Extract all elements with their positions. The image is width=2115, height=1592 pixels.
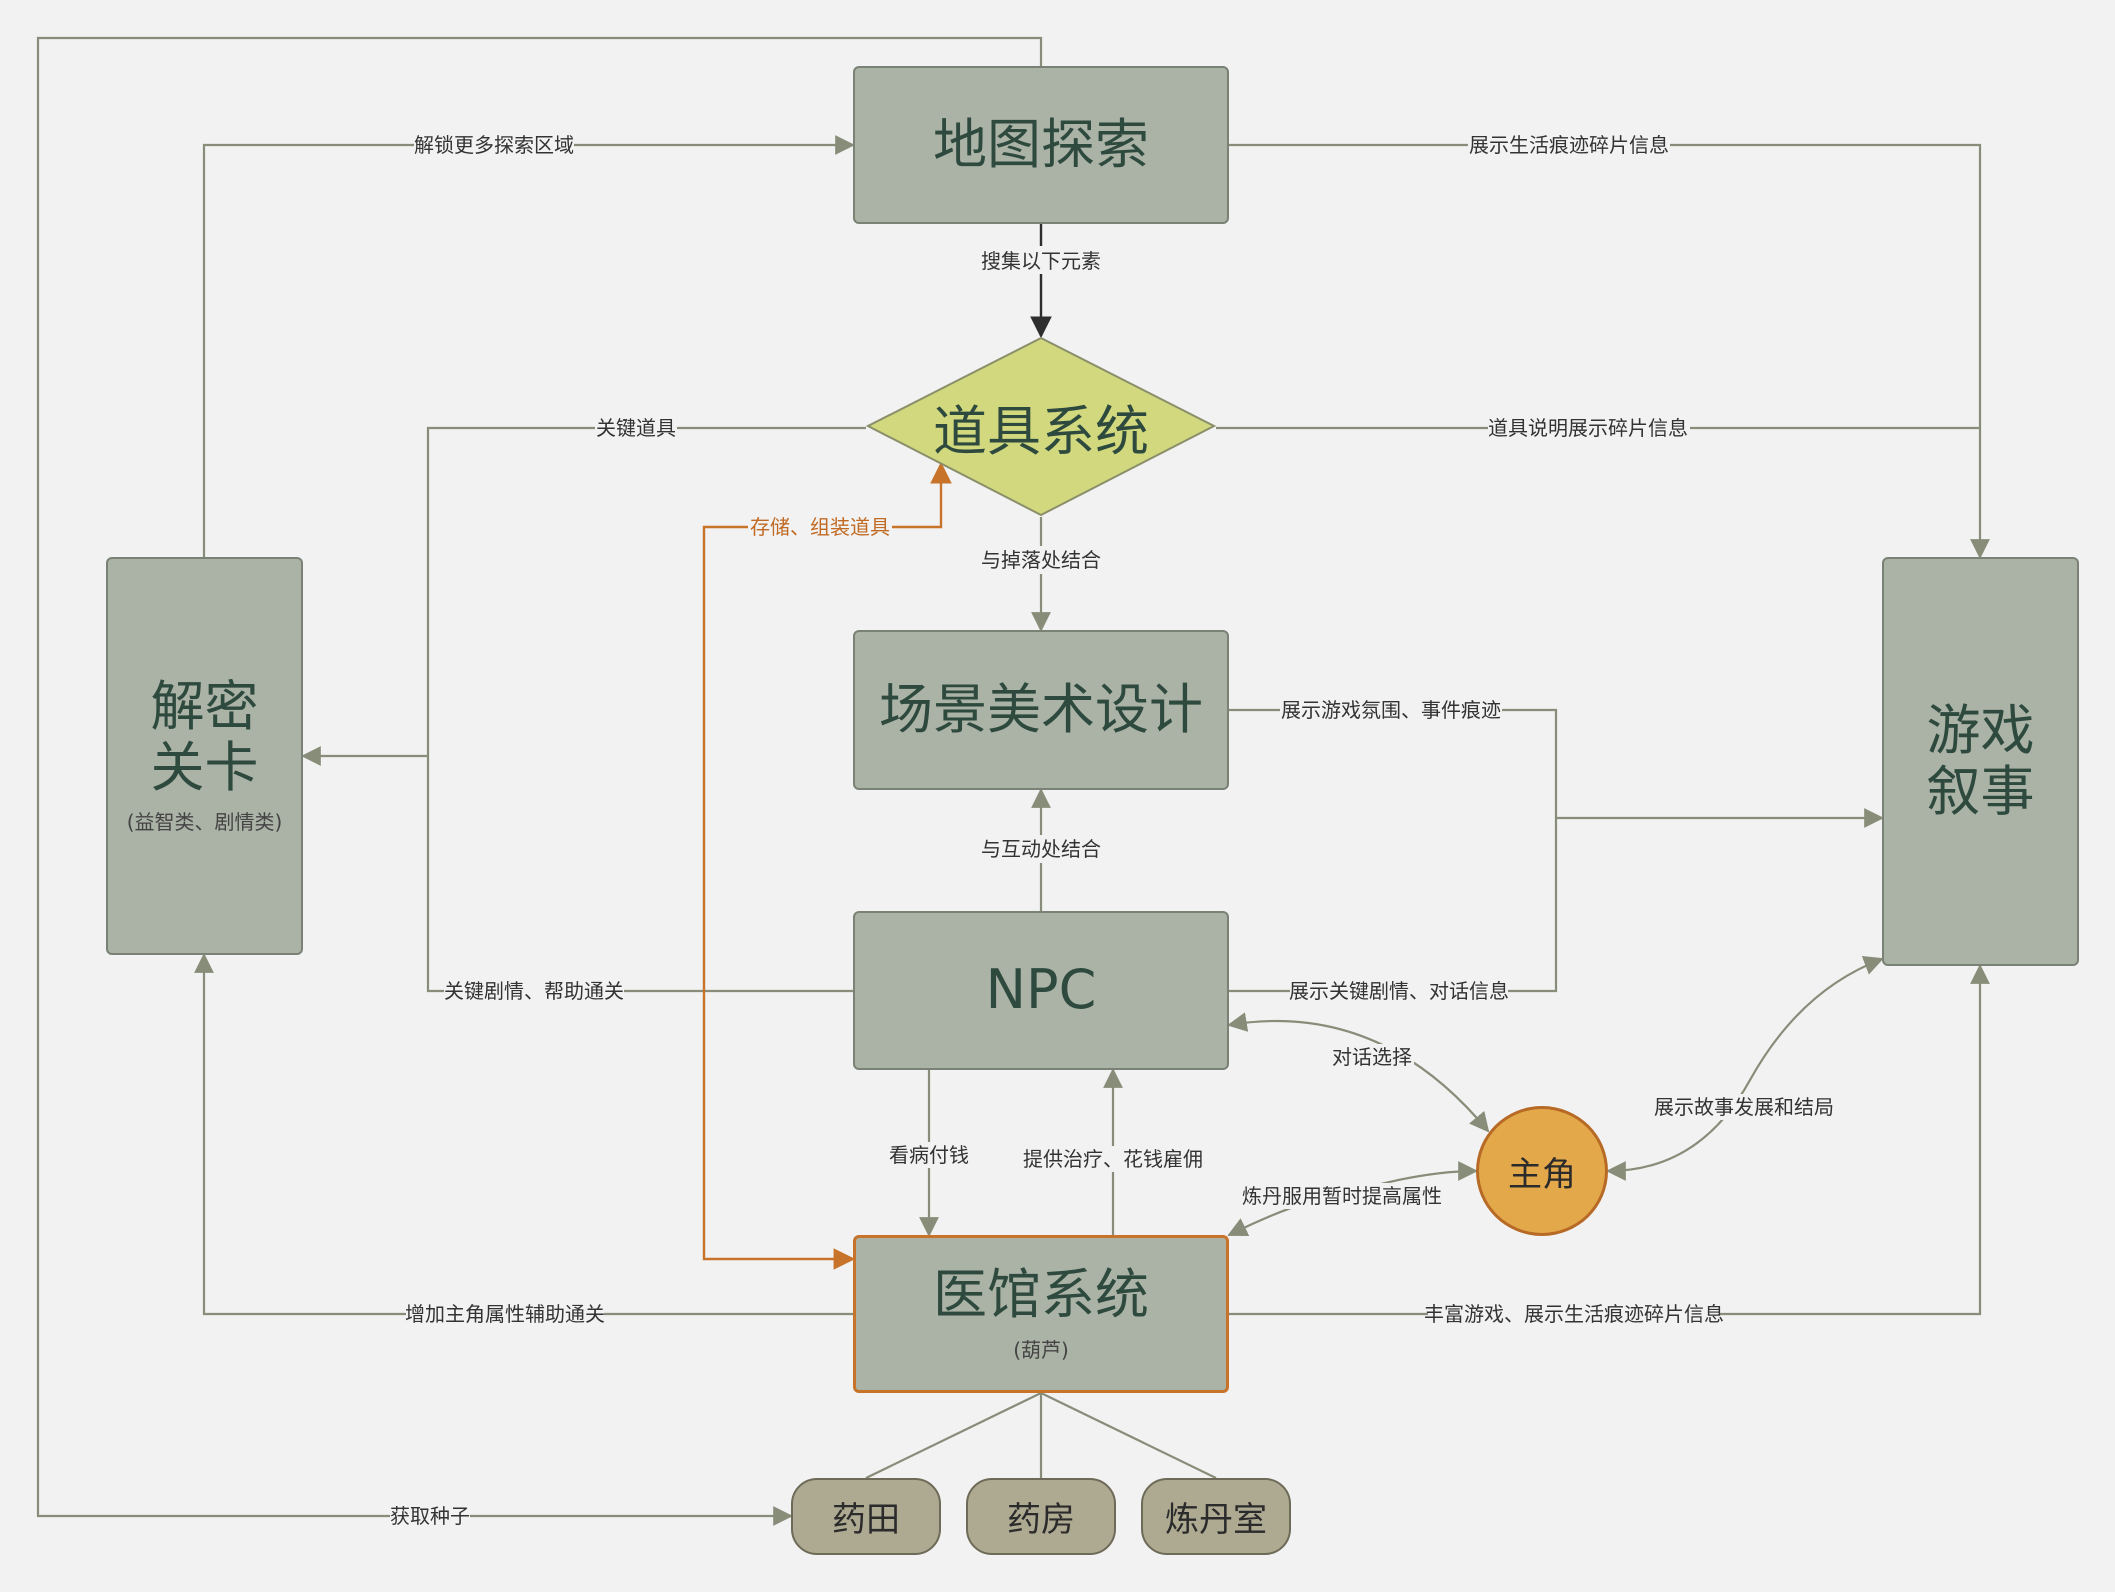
label-atmosphere: 展示游戏氛围、事件痕迹 xyxy=(1281,698,1501,722)
node-protagonist[interactable]: 主角 xyxy=(1476,1106,1608,1236)
node-pharmacy[interactable]: 药房 xyxy=(966,1478,1116,1555)
label-interact: 与互动处结合 xyxy=(981,837,1101,861)
node-pharmacy-label: 药房 xyxy=(1007,1500,1075,1540)
label-unlock: 解锁更多探索区域 xyxy=(414,133,574,157)
label-seeds: 获取种子 xyxy=(390,1504,470,1528)
node-map-title: 地图探索 xyxy=(933,112,1149,176)
label-npc-dialog: 展示关键剧情、对话信息 xyxy=(1289,979,1509,1003)
node-clinic-system[interactable]: 医馆系统 (葫芦) xyxy=(853,1235,1229,1393)
edge-attr xyxy=(194,953,853,1316)
node-clinic-title: 医馆系统 xyxy=(933,1263,1149,1327)
edge-seeds xyxy=(36,36,1043,1526)
node-game-narrative[interactable]: 游戏 叙事 xyxy=(1882,557,2079,966)
edge-life-fragments xyxy=(1229,143,1990,559)
label-drop: 与掉落处结合 xyxy=(981,548,1101,572)
node-clinic-subtitle: (葫芦) xyxy=(1013,1337,1069,1362)
label-attr: 增加主角属性辅助通关 xyxy=(405,1302,605,1326)
node-alchemy-room[interactable]: 炼丹室 xyxy=(1141,1478,1291,1555)
label-pill: 炼丹服用暂时提高属性 xyxy=(1242,1184,1442,1208)
node-puzzle-levels[interactable]: 解密 关卡 (益智类、剧情类) xyxy=(106,557,303,955)
label-collect: 搜集以下元素 xyxy=(981,249,1101,273)
node-narrative-line1: 游戏 xyxy=(1926,699,2035,763)
label-store: 存储、组装道具 xyxy=(750,515,890,539)
edge-unlock xyxy=(202,135,855,557)
edge-enrich xyxy=(1229,964,1990,1316)
edge-key-plot xyxy=(426,756,853,993)
edge-atmosphere xyxy=(1229,708,1558,993)
label-item-desc: 道具说明展示碎片信息 xyxy=(1488,416,1688,440)
label-treat: 提供治疗、花钱雇佣 xyxy=(1023,1147,1203,1171)
node-npc-title: NPC xyxy=(985,958,1097,1022)
node-map-exploration[interactable]: 地图探索 xyxy=(853,66,1229,224)
edge-clinic-alchemy xyxy=(1040,1392,1217,1479)
edge-store xyxy=(702,461,952,1270)
edge-story-dev xyxy=(1606,956,1884,1181)
node-scene-art[interactable]: 场景美术设计 xyxy=(853,630,1229,790)
edge-clinic-field xyxy=(865,1392,1042,1479)
label-story-dev: 展示故事发展和结局 xyxy=(1654,1095,1834,1119)
label-key-items: 关键道具 xyxy=(596,416,676,440)
node-herb-field[interactable]: 药田 xyxy=(791,1478,941,1555)
node-protagonist-label: 主角 xyxy=(1508,1154,1576,1195)
node-npc[interactable]: NPC xyxy=(853,911,1229,1070)
node-puzzle-line1: 解密 xyxy=(150,675,259,739)
label-life-fragments: 展示生活痕迹碎片信息 xyxy=(1469,133,1669,157)
diamond-shape xyxy=(865,336,1217,517)
label-enrich: 丰富游戏、展示生活痕迹碎片信息 xyxy=(1424,1302,1724,1326)
label-dialog-choice: 对话选择 xyxy=(1332,1045,1412,1069)
node-scene-title: 场景美术设计 xyxy=(879,677,1203,741)
edge-dialog-choice xyxy=(1227,1012,1490,1133)
node-field-label: 药田 xyxy=(832,1500,900,1540)
node-puzzle-subtitle: (益智类、剧情类) xyxy=(126,809,283,834)
edge-key-items xyxy=(426,426,866,756)
node-item-title: 道具系统 xyxy=(933,400,1149,463)
label-key-plot: 关键剧情、帮助通关 xyxy=(444,979,624,1003)
node-narrative-line2: 叙事 xyxy=(1926,759,2035,823)
node-alchemy-label: 炼丹室 xyxy=(1165,1500,1267,1540)
node-puzzle-line2: 关卡 xyxy=(150,735,259,799)
label-pay: 看病付钱 xyxy=(889,1143,969,1167)
node-item-system[interactable]: 道具系统 xyxy=(865,336,1217,517)
